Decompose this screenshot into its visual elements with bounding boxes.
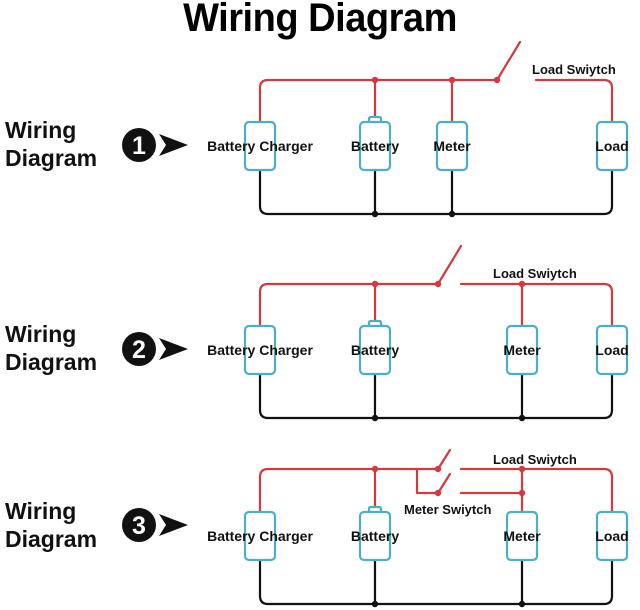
battery-charger-box bbox=[243, 120, 277, 172]
junction-dot bbox=[448, 210, 456, 218]
diagram-3-label: Wiring Diagram bbox=[5, 497, 97, 553]
battery-charger-box bbox=[243, 324, 277, 376]
junction-dot bbox=[518, 280, 526, 288]
meter-box bbox=[505, 324, 539, 376]
battery-box bbox=[358, 510, 392, 562]
load-switch-label: Load Swiytch bbox=[493, 452, 577, 467]
battery-charger-label: Battery Charger bbox=[207, 528, 313, 544]
meter-box bbox=[505, 510, 539, 562]
battery-terminal bbox=[367, 319, 383, 328]
load-switch-label: Load Swiytch bbox=[493, 266, 577, 281]
load-switch-lever bbox=[436, 244, 463, 286]
battery-box bbox=[358, 324, 392, 376]
positive-wire bbox=[258, 78, 499, 124]
load-box bbox=[595, 120, 629, 172]
load-label: Load bbox=[595, 342, 628, 358]
switch-pivot-dot bbox=[434, 489, 442, 497]
meter-label: Meter bbox=[503, 342, 541, 358]
meter-switch-branch bbox=[415, 467, 440, 495]
load-positive-wire bbox=[459, 282, 614, 328]
diagram-1-marker: 1 bbox=[122, 128, 188, 162]
label-line1: Wiring bbox=[5, 117, 77, 143]
switch-pivot-dot bbox=[493, 76, 501, 84]
number-badge-circle bbox=[122, 332, 156, 366]
load-switch-lever bbox=[495, 40, 522, 82]
negative-wire bbox=[258, 558, 614, 606]
number-badge-text: 3 bbox=[132, 512, 146, 540]
diagram-2-marker: 2 bbox=[122, 332, 188, 366]
arrow-icon bbox=[159, 338, 188, 360]
junction-dot bbox=[518, 414, 526, 422]
battery-label: Battery bbox=[351, 342, 399, 358]
switch-pivot-dot bbox=[434, 465, 442, 473]
diagram-2-label: Wiring Diagram bbox=[5, 320, 97, 376]
diagram-3 bbox=[243, 448, 629, 608]
number-badge-text: 1 bbox=[132, 132, 146, 160]
number-badge-text: 2 bbox=[132, 336, 146, 364]
junction-dot bbox=[518, 489, 526, 497]
negative-wire bbox=[258, 168, 614, 216]
number-badge-circle bbox=[122, 508, 156, 542]
arrow-icon bbox=[159, 134, 188, 156]
junction-dot bbox=[371, 210, 379, 218]
label-line2: Diagram bbox=[5, 145, 98, 171]
diagram-3-marker: 3 bbox=[122, 508, 188, 542]
battery-box bbox=[358, 120, 392, 172]
diagram-1 bbox=[243, 40, 629, 218]
label-line2: Diagram bbox=[5, 349, 98, 375]
label-line2: Diagram bbox=[5, 526, 98, 552]
battery-terminal bbox=[367, 505, 383, 514]
junction-dot bbox=[371, 465, 379, 473]
page-title: Wiring Diagram bbox=[183, 0, 457, 40]
meter-label: Meter bbox=[503, 528, 541, 544]
meter-label: Meter bbox=[433, 138, 471, 154]
battery-charger-label: Battery Charger bbox=[207, 342, 313, 358]
battery-charger-label: Battery Charger bbox=[207, 138, 313, 154]
battery-terminal bbox=[367, 115, 383, 124]
load-positive-wire bbox=[459, 467, 614, 514]
load-switch-lever bbox=[436, 448, 452, 471]
junction-dot bbox=[371, 280, 379, 288]
number-badge-circle bbox=[122, 128, 156, 162]
battery-charger-box bbox=[243, 510, 277, 562]
junction-dot bbox=[371, 414, 379, 422]
negative-wire bbox=[258, 372, 614, 420]
junction-dot bbox=[371, 600, 379, 608]
load-label: Load bbox=[595, 138, 628, 154]
diagram-1-label: Wiring Diagram bbox=[5, 116, 97, 172]
meter-switch-label: Meter Swiytch bbox=[404, 502, 491, 517]
meter-box bbox=[435, 120, 469, 172]
arrow-icon bbox=[159, 514, 188, 536]
load-box bbox=[595, 324, 629, 376]
junction-dot bbox=[448, 76, 456, 84]
load-positive-wire bbox=[534, 78, 614, 124]
positive-wire bbox=[258, 467, 440, 514]
load-label: Load bbox=[595, 528, 628, 544]
load-box bbox=[595, 510, 629, 562]
battery-label: Battery bbox=[351, 138, 399, 154]
label-line1: Wiring bbox=[5, 321, 77, 347]
junction-dot bbox=[518, 600, 526, 608]
switch-pivot-dot bbox=[434, 280, 442, 288]
label-line1: Wiring bbox=[5, 498, 77, 524]
battery-label: Battery bbox=[351, 528, 399, 544]
junction-dot bbox=[371, 76, 379, 84]
diagram-2 bbox=[243, 244, 629, 422]
load-switch-label: Load Swiytch bbox=[532, 62, 616, 77]
positive-wire bbox=[258, 282, 440, 328]
meter-switch-lever bbox=[436, 472, 452, 495]
junction-dot bbox=[518, 465, 526, 473]
